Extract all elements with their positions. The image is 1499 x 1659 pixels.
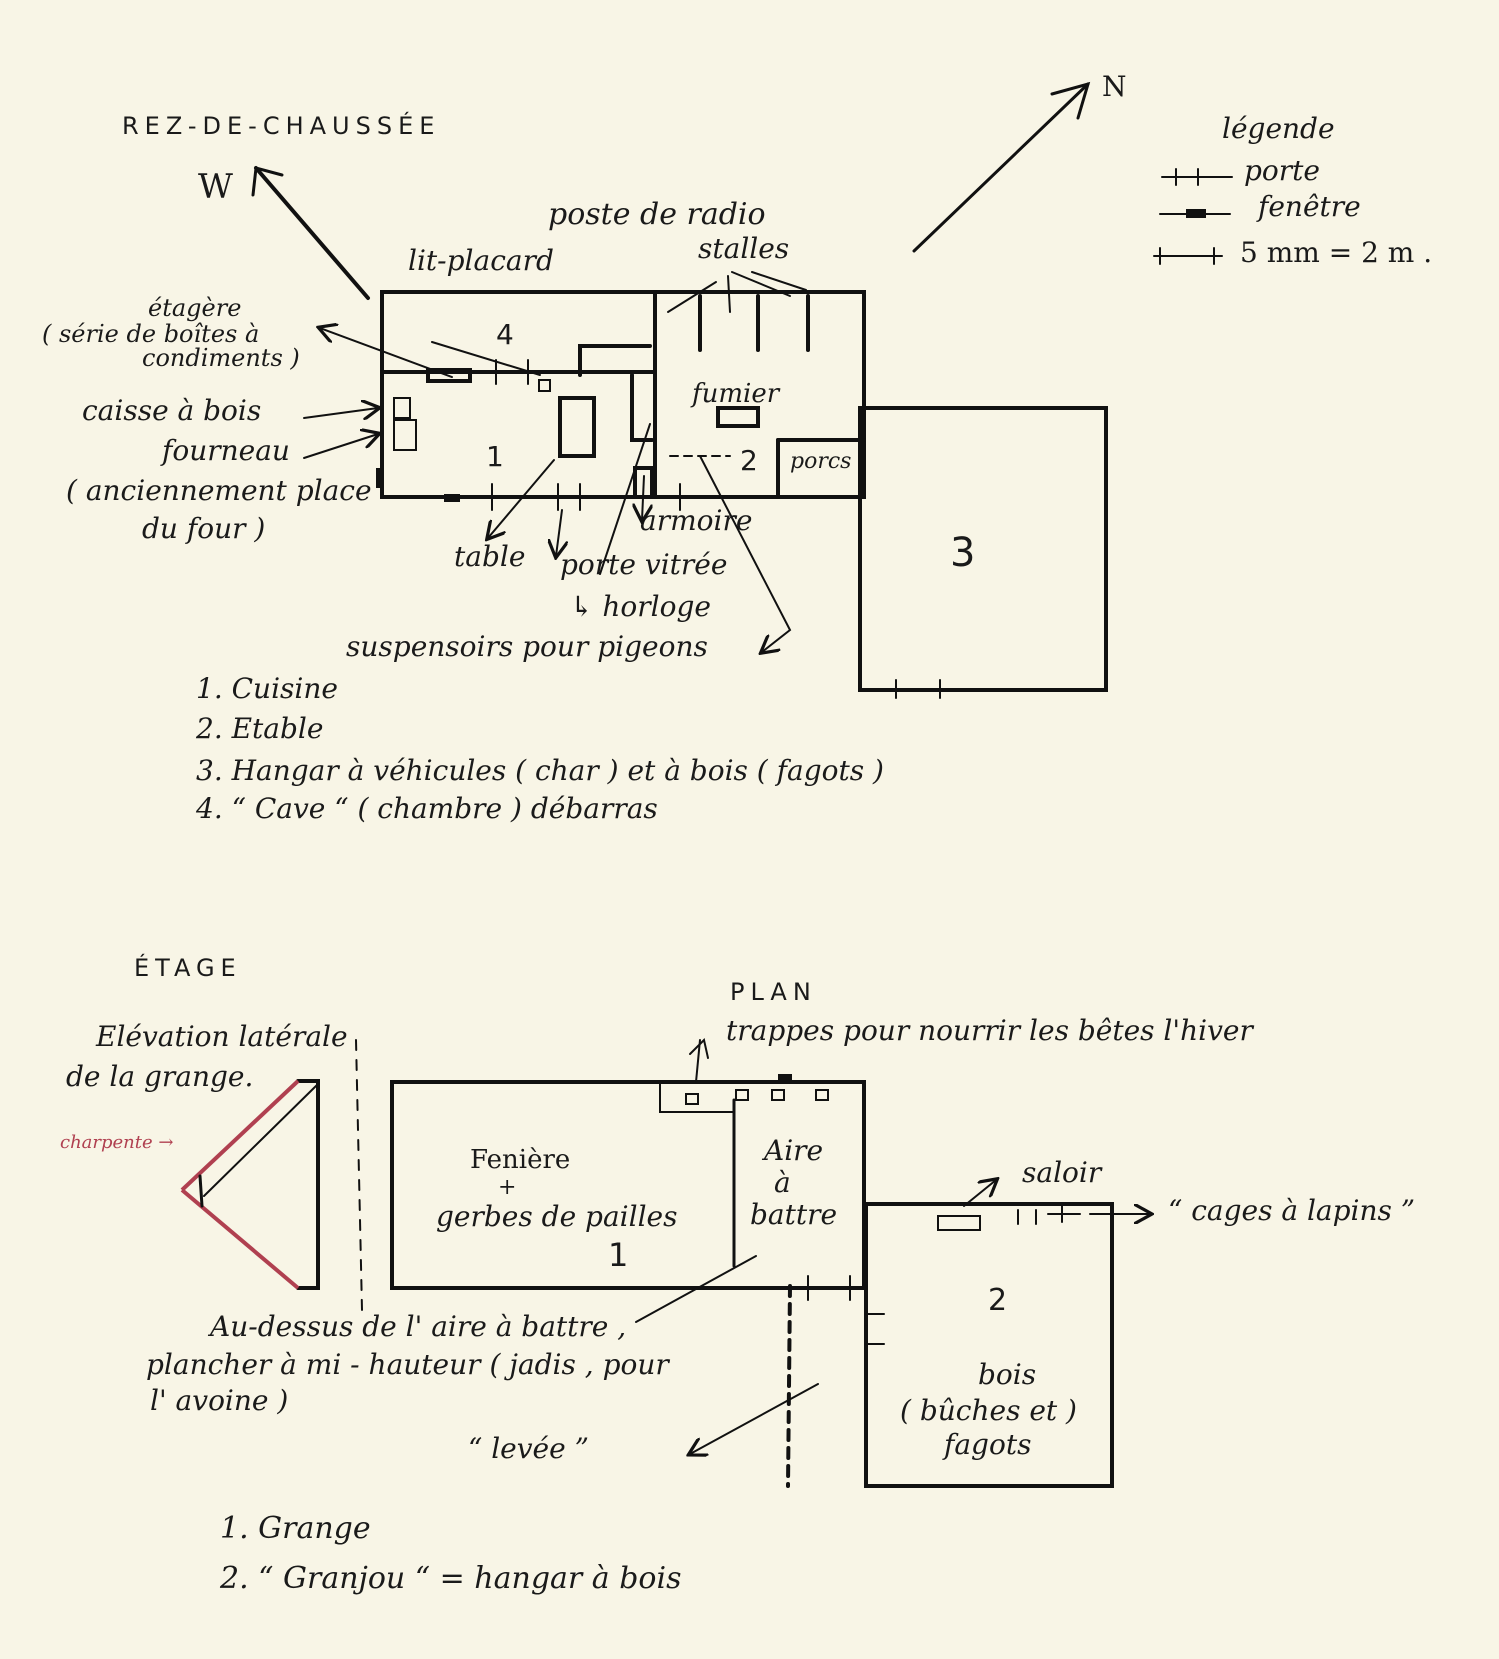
hay-label-2: gerbes de pailles <box>436 1200 677 1233</box>
section-separator <box>355 1039 363 1311</box>
above-label-3: l' avoine ) <box>150 1384 288 1417</box>
hatches-pointer-head <box>689 1038 709 1059</box>
threshing-label-1: Aire <box>761 1134 823 1167</box>
legend-door-label: porte <box>1244 154 1320 187</box>
manure-label: fumier <box>690 379 781 409</box>
stalls-label: stalles <box>698 232 789 265</box>
wood-label-3: fagots <box>942 1428 1031 1461</box>
table-pointer <box>488 459 555 538</box>
threshing-label-3: battre <box>750 1198 837 1231</box>
hatches-pointer <box>695 1039 701 1083</box>
legend-door-symbol <box>1161 168 1233 186</box>
upper-key-item-1: 1. Grange <box>220 1511 371 1546</box>
bed-pointer <box>431 341 541 376</box>
stove-pointer <box>303 434 378 459</box>
key-item-3: 3. Hangar à véhicules ( char ) et à bois… <box>196 754 884 787</box>
barn-elevation <box>180 1079 320 1290</box>
wardrobe-pointer <box>642 475 644 520</box>
compass-west-label: W <box>198 167 233 207</box>
compass-west-arrow <box>251 166 370 300</box>
hatches-label: trappes pour nourrir les bêtes l'hiver <box>726 1014 1254 1047</box>
pigs-label: porcs <box>790 449 851 474</box>
wood-label-2: ( bûches et ) <box>900 1394 1077 1427</box>
bed-label: lit-placard <box>408 244 554 277</box>
raised-floor-edge <box>786 1284 792 1488</box>
legend-scale-symbol <box>1153 247 1223 265</box>
raised-label: “ levée ” <box>468 1432 589 1465</box>
stove-note-1: ( anciennement place <box>66 474 372 507</box>
upper-floor-title: ÉTAGE <box>134 953 242 982</box>
stall-dividers <box>667 271 810 352</box>
glass-door-label: porte vitrée <box>560 548 727 581</box>
ground-floor-title: REZ-DE-CHAUSSÉE <box>122 111 440 140</box>
woodbox-pointer <box>303 408 378 418</box>
key-item-2: 2. Etable <box>195 712 323 745</box>
upper-floor-barn <box>390 1074 866 1301</box>
room-1-label: 1 <box>486 440 504 473</box>
stove-note-2: du four ) <box>142 512 265 545</box>
upper-floor-key: 1. Grange 2. “ Granjou “ = hangar à bois <box>219 1511 681 1596</box>
hay-label-1: Fenière <box>470 1145 570 1175</box>
pigeons-label: suspensoirs pour pigeons <box>346 630 708 663</box>
stove-label: fourneau <box>160 434 290 467</box>
threshing-pointer <box>635 1255 757 1323</box>
upper-room-1-label: 1 <box>608 1236 628 1274</box>
table-label: table <box>454 540 525 573</box>
legend-window-label: fenêtre <box>1256 190 1361 223</box>
wood-label-1: bois <box>978 1358 1036 1391</box>
clock-label: ↳ horloge <box>570 590 711 623</box>
ground-floor-hangar <box>858 406 1108 699</box>
door-pointer <box>556 509 562 556</box>
woodbox-label: caisse à bois <box>82 394 261 427</box>
threshing-label-2: à <box>774 1166 791 1199</box>
room-2-label: 2 <box>740 444 758 477</box>
above-label-2: plancher à mi - hauteur ( jadis , pour <box>146 1348 670 1381</box>
clock-pointer <box>599 423 651 575</box>
salting-label: saloir <box>1022 1156 1103 1189</box>
room-3-label: 3 <box>950 530 975 576</box>
legend-window-symbol <box>1159 209 1231 218</box>
above-label-1: Au-dessus de l' aire à battre , <box>207 1310 626 1343</box>
legend-scale-label: 5 mm = 2 m . <box>1240 236 1432 269</box>
shelf-label-1: étagère <box>148 294 241 322</box>
shelf-label-3: condiments ) <box>142 344 300 372</box>
upper-key-item-2: 2. “ Granjou “ = hangar à bois <box>219 1561 681 1596</box>
salting-pointer <box>963 1180 996 1207</box>
ground-floor-key: 1. Cuisine 2. Etable 3. Hangar à véhicul… <box>195 672 884 825</box>
shelf-label-2: ( série de boîtes à <box>42 320 259 348</box>
key-item-1: 1. Cuisine <box>196 672 338 705</box>
pigeons-pointer <box>699 455 792 652</box>
room-4-label: 4 <box>496 318 514 351</box>
key-item-4: 4. “ Cave “ ( chambre ) débarras <box>195 792 658 825</box>
wardrobe-label: armoire <box>640 504 752 537</box>
compass-north-label: N <box>1102 70 1127 103</box>
plan-label: PLAN <box>730 978 817 1006</box>
compass-north-arrow <box>912 81 1091 253</box>
elevation-label-2: de la grange. <box>66 1060 253 1093</box>
legend: légende porte fenêtre 5 mm = 2 m . <box>1153 112 1432 269</box>
charpente-label: charpente → <box>60 1132 173 1153</box>
legend-title: légende <box>1222 112 1335 145</box>
ground-floor-main-building <box>376 290 866 511</box>
rabbits-label: “ cages à lapins ” <box>1168 1194 1415 1227</box>
hay-plus: + <box>498 1175 516 1200</box>
elevation-label-1: Elévation latérale <box>95 1020 348 1053</box>
radio-label: poste de radio <box>548 197 766 232</box>
raised-pointer <box>690 1383 819 1454</box>
upper-room-2-label: 2 <box>988 1283 1007 1318</box>
